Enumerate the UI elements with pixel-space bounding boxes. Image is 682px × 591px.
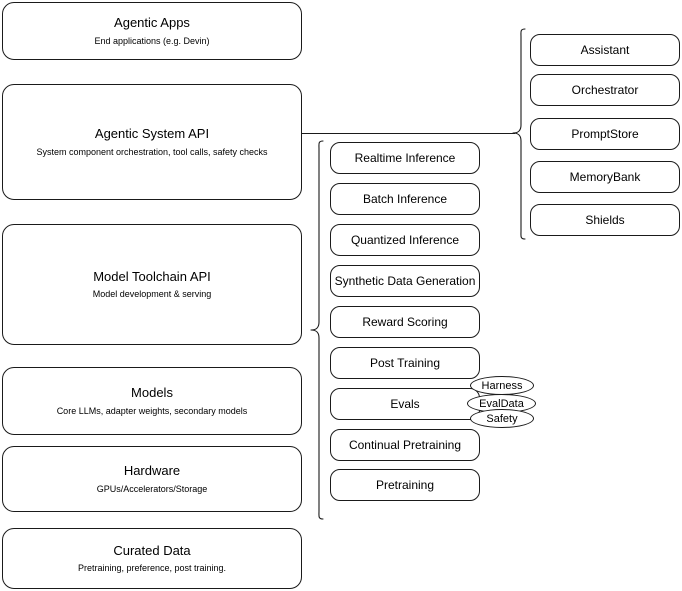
- layer-box-agentic-system-api[interactable]: Agentic System API System component orch…: [2, 84, 302, 200]
- layer-subtitle: Pretraining, preference, post training.: [77, 563, 227, 573]
- toolchain-label: Pretraining: [375, 477, 435, 492]
- toolchain-label: Quantized Inference: [350, 232, 460, 247]
- layer-title: Hardware: [123, 463, 181, 479]
- toolchain-box-pretraining[interactable]: Pretraining: [330, 469, 480, 501]
- toolchain-box-quantized-inference[interactable]: Quantized Inference: [330, 224, 480, 256]
- component-label: MemoryBank: [569, 169, 641, 184]
- toolchain-label: Synthetic Data Generation: [334, 273, 476, 288]
- connector-agentic-system-to-components: [302, 133, 515, 134]
- toolchain-box-synthetic-data-generation[interactable]: Synthetic Data Generation: [330, 265, 480, 297]
- evals-tag-harness[interactable]: Harness: [470, 376, 534, 395]
- layer-box-models[interactable]: Models Core LLMs, adapter weights, secon…: [2, 367, 302, 435]
- toolchain-label: Continual Pretraining: [348, 437, 462, 452]
- toolchain-box-realtime-inference[interactable]: Realtime Inference: [330, 142, 480, 174]
- layer-title: Curated Data: [113, 542, 191, 558]
- toolchain-label: Reward Scoring: [362, 314, 448, 329]
- layer-box-hardware[interactable]: Hardware GPUs/Accelerators/Storage: [2, 446, 302, 512]
- evals-tag-label: EvalData: [479, 397, 524, 410]
- toolchain-box-batch-inference[interactable]: Batch Inference: [330, 183, 480, 215]
- toolchain-label: Evals: [390, 396, 420, 411]
- evals-tag-label: Safety: [486, 412, 518, 425]
- component-label: Shields: [585, 212, 625, 227]
- toolchain-box-continual-pretraining[interactable]: Continual Pretraining: [330, 429, 480, 461]
- toolchain-box-evals[interactable]: Evals: [330, 388, 480, 420]
- component-box-assistant[interactable]: Assistant: [530, 34, 680, 66]
- layer-subtitle: Core LLMs, adapter weights, secondary mo…: [56, 405, 248, 416]
- component-box-orchestrator[interactable]: Orchestrator: [530, 74, 680, 106]
- layer-title: Agentic Apps: [114, 15, 190, 31]
- component-label: Orchestrator: [571, 82, 639, 97]
- layer-title: Agentic System API: [94, 126, 210, 142]
- evals-tag-label: Harness: [481, 379, 523, 392]
- brace-agentic-system-components: [512, 28, 526, 240]
- component-box-promptstore[interactable]: PromptStore: [530, 118, 680, 150]
- layer-subtitle: End applications (e.g. Devin): [94, 35, 210, 46]
- layer-title: Model Toolchain API: [93, 268, 211, 284]
- toolchain-box-reward-scoring[interactable]: Reward Scoring: [330, 306, 480, 338]
- brace-model-toolchain-components: [310, 140, 324, 520]
- toolchain-label: Realtime Inference: [354, 150, 456, 165]
- component-box-shields[interactable]: Shields: [530, 204, 680, 236]
- layer-box-model-toolchain-api[interactable]: Model Toolchain API Model development & …: [2, 224, 302, 345]
- toolchain-box-post-training[interactable]: Post Training: [330, 347, 480, 379]
- component-box-memorybank[interactable]: MemoryBank: [530, 161, 680, 193]
- layer-title: Models: [131, 385, 173, 401]
- component-label: PromptStore: [571, 126, 639, 141]
- layer-subtitle: Model development & serving: [92, 289, 212, 299]
- layer-subtitle: System component orchestration, tool cal…: [36, 146, 268, 157]
- evals-tag-safety[interactable]: Safety: [470, 409, 534, 428]
- layer-box-curated-data[interactable]: Curated Data Pretraining, preference, po…: [2, 528, 302, 589]
- toolchain-label: Post Training: [369, 355, 441, 370]
- layer-box-agentic-apps[interactable]: Agentic Apps End applications (e.g. Devi…: [2, 2, 302, 60]
- component-label: Assistant: [580, 42, 630, 57]
- layer-subtitle: GPUs/Accelerators/Storage: [96, 483, 208, 494]
- toolchain-label: Batch Inference: [362, 191, 448, 206]
